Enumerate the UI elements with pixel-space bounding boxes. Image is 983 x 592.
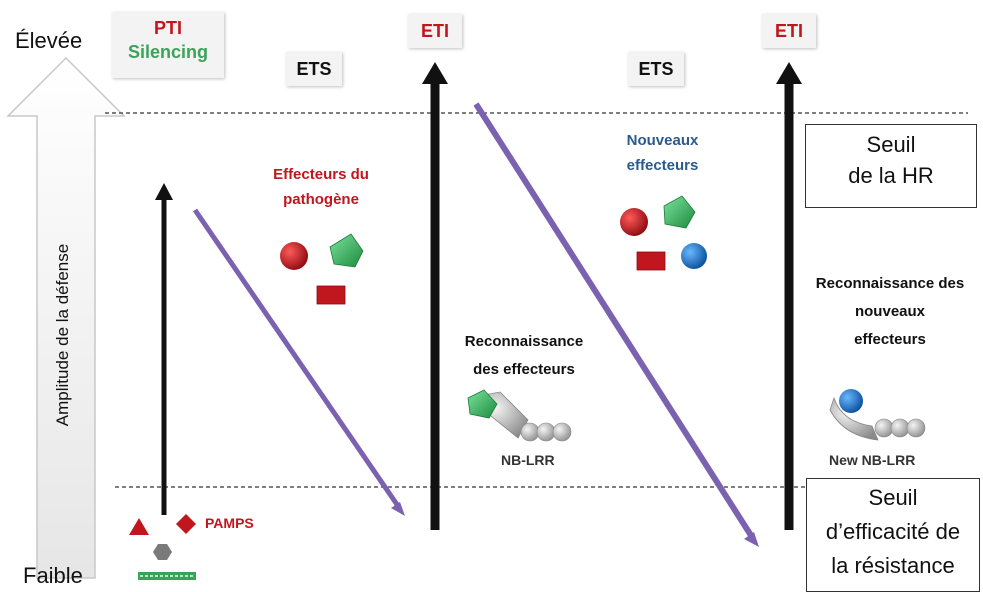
ets-badge-2: ETS — [628, 52, 684, 86]
new-effector-suppression-arrow — [473, 102, 759, 547]
axis-high-label: Élevée — [15, 28, 83, 53]
axis-low-label: Faible — [23, 563, 83, 588]
nb-lrr-label: NB-LRR — [501, 452, 555, 468]
red-diamond-pamp-icon — [176, 514, 196, 534]
red-rectangle-new-effector-icon — [636, 251, 666, 271]
eti-arrow-2 — [776, 62, 802, 530]
eti-badge-1: ETI — [408, 14, 462, 48]
silencing-label: Silencing — [127, 42, 208, 62]
hr-threshold-box: Seuil de la HR — [805, 124, 977, 208]
green-pentagon-new-effector-icon — [663, 195, 696, 229]
ets-badge-1: ETS — [286, 52, 342, 86]
new-effectors-label: Nouveaux effecteurs — [626, 132, 699, 174]
pamps-label: PAMPS — [205, 515, 254, 531]
hr-threshold-line1: Seuil — [866, 132, 916, 157]
axis-title: Amplitude de la défense — [53, 243, 72, 427]
nb-lrr-receptor-icon — [467, 389, 572, 442]
pti-arrow — [155, 183, 173, 515]
pti-label: PTI — [153, 18, 182, 38]
new-nb-lrr-label: New NB-LRR — [829, 452, 916, 468]
red-circle-effector-icon — [280, 242, 308, 270]
resistance-threshold-box: Seuil d’efficacité de la résistance — [806, 478, 980, 592]
pathogen-suppression-arrow — [192, 208, 405, 516]
eti-arrow-1 — [422, 62, 448, 530]
red-triangle-pamp-icon — [129, 518, 149, 535]
eti-badge-2: ETI — [762, 14, 816, 48]
effector-recognition-label: Reconnaissance des effecteurs — [464, 333, 584, 378]
resistance-threshold-line2: d’efficacité de — [825, 519, 961, 544]
pti-silencing-badge: PTI Silencing — [112, 12, 224, 78]
new-effector-recognition-label: Reconnaissance des nouveaux effecteurs — [815, 275, 965, 348]
green-pentagon-effector-icon — [329, 233, 364, 268]
resistance-threshold-line3: la résistance — [831, 553, 955, 578]
new-nb-lrr-receptor-icon — [829, 389, 926, 441]
hr-threshold-line2: de la HR — [848, 163, 934, 188]
blue-circle-new-effector-icon — [681, 243, 707, 269]
gray-hexagon-pamp-icon — [153, 544, 172, 560]
green-membrane-icon — [138, 572, 196, 580]
pathogen-effectors-label: Effecteurs du pathogène — [273, 166, 369, 208]
resistance-threshold-line1: Seuil — [868, 485, 918, 510]
red-circle-new-effector-icon — [620, 208, 648, 236]
defense-axis-arrow — [6, 56, 126, 579]
red-rectangle-effector-icon — [316, 285, 346, 305]
